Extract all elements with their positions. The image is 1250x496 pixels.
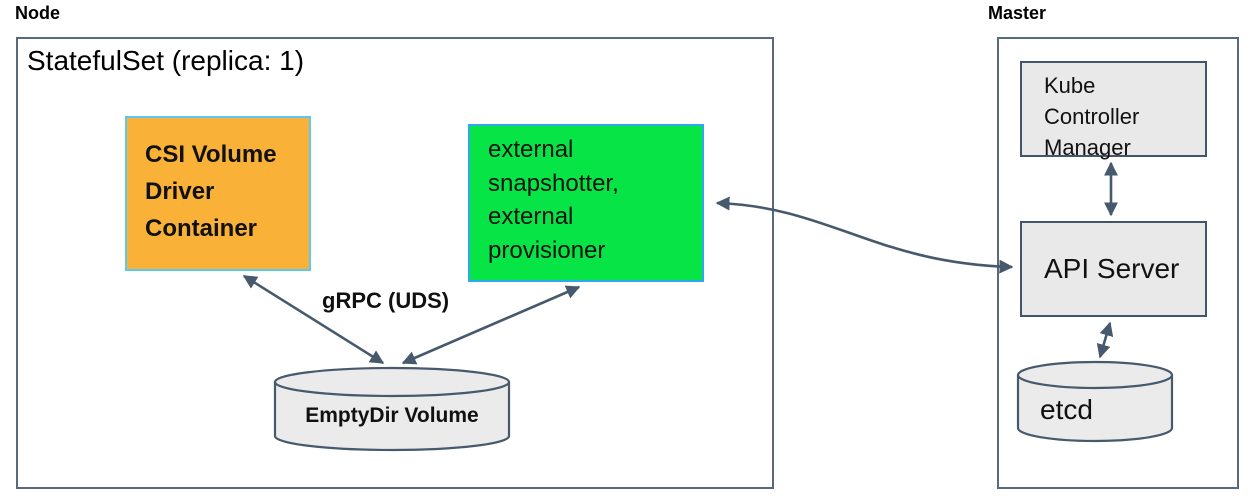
api-server-box: API Server bbox=[1020, 221, 1207, 317]
statefulset-label: StatefulSet (replica: 1) bbox=[27, 45, 305, 76]
api-server-label: API Server bbox=[1044, 253, 1180, 284]
kube-controller-manager-label: Kube Controller Manager bbox=[1044, 73, 1140, 160]
node-region-title: Node bbox=[15, 3, 60, 23]
emptydir-volume-label: EmptyDir Volume bbox=[305, 404, 479, 427]
external-snapshotter-provisioner-label: external snapshotter, external provision… bbox=[488, 136, 619, 264]
grpc-uds-label: gRPC (UDS) bbox=[322, 288, 450, 313]
csi-volume-driver-container-label: CSI Volume Driver Container bbox=[145, 141, 277, 242]
etcd-label: etcd bbox=[1040, 394, 1093, 425]
kube-controller-manager-box: Kube Controller Manager bbox=[1020, 61, 1207, 160]
master-region-title: Master bbox=[988, 3, 1047, 23]
external-snapshotter-provisioner-box: external snapshotter, external provision… bbox=[468, 124, 704, 282]
csi-volume-driver-container-box: CSI Volume Driver Container bbox=[125, 116, 311, 271]
